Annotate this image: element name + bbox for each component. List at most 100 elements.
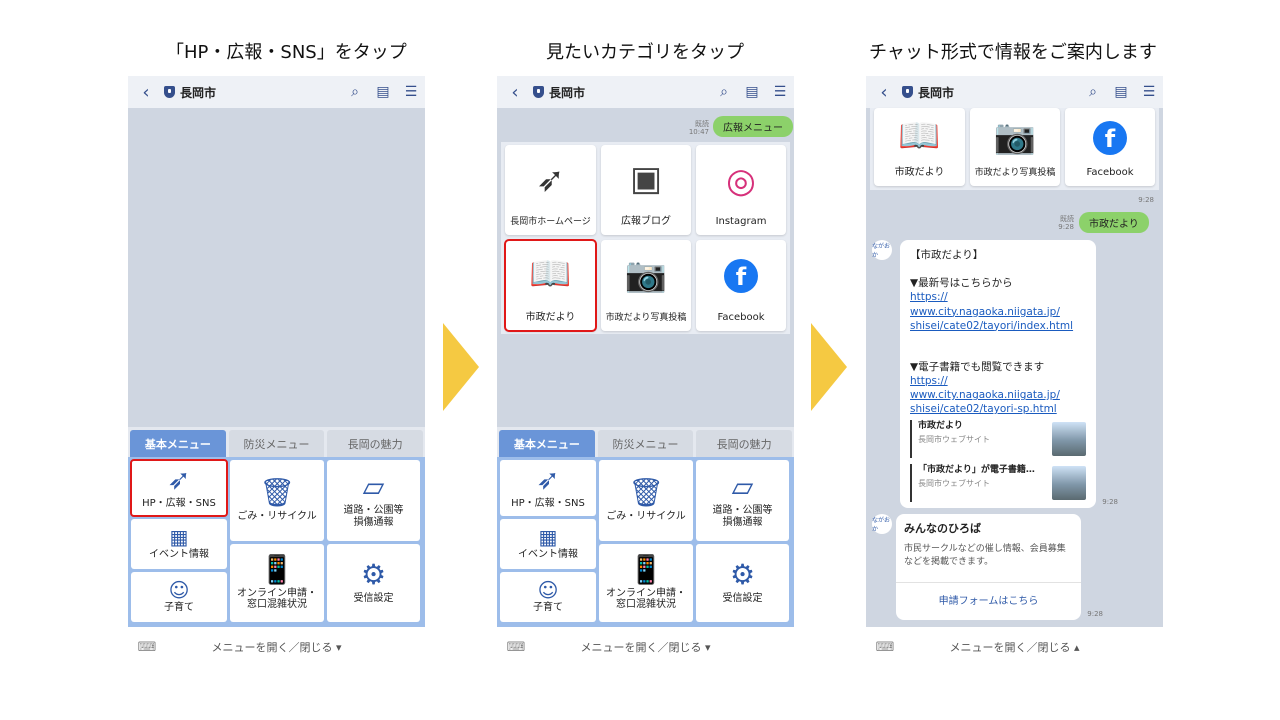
menu-road[interactable]: ▱道路・公園等 損傷通報 — [696, 460, 789, 541]
search-icon[interactable]: ⌕ — [351, 84, 359, 100]
tab-charm[interactable]: 長岡の魅力 — [696, 430, 793, 457]
menu-label: ごみ・リサイクル — [606, 510, 686, 522]
plaza-body: 市民サークルなどの催し情報、会員募集などを掲載できます。 — [904, 543, 1066, 568]
timestamp: 9:28 — [1102, 498, 1118, 506]
category-photo-post[interactable]: 📷市政だより写真投稿 — [970, 108, 1060, 186]
category-label: 広報ブログ — [621, 216, 671, 227]
blog-icon: ▣ — [629, 158, 663, 199]
plaza-form-button[interactable]: 申請フォームはこちら — [896, 582, 1081, 620]
tab-disaster[interactable]: 防災メニュー — [228, 430, 325, 457]
menu-kids[interactable]: ☺子育て — [131, 572, 227, 622]
bot-avatar: ながおか — [872, 240, 892, 260]
menu-gomi[interactable]: 🗑ごみ・リサイクル — [599, 460, 693, 541]
menu-event[interactable]: ▦イベント情報 — [131, 519, 227, 569]
category-label: 長岡市ホームページ — [510, 217, 591, 227]
category-label: Facebook — [717, 312, 765, 323]
menu-online[interactable]: 📱オンライン申請・ 窓口混雑状況 — [230, 544, 324, 622]
keyboard-icon[interactable]: ⌨ — [506, 639, 526, 655]
shield-icon — [533, 86, 544, 98]
step2-title: 見たいカテゴリをタップ — [546, 42, 744, 63]
category-photo-post[interactable]: 📷市政だより写真投稿 — [601, 240, 691, 331]
instagram-icon: ◎ — [726, 160, 756, 201]
app-name: 長岡市 — [918, 85, 955, 100]
msg-line: ▼電子書籍でも閲覧できます — [910, 360, 1045, 373]
menu-hp-sns[interactable]: ➶HP・広報・SNS — [130, 459, 228, 517]
menu-toggle[interactable]: メニューを開く／閉じる ▾ — [580, 641, 711, 654]
msg-title: 【市政だより】 — [910, 249, 984, 261]
menu-gomi[interactable]: 🗑ごみ・リサイクル — [230, 460, 324, 541]
bot-avatar: ながおか — [872, 514, 892, 534]
menu-tabs: 基本メニュー 防災メニュー 長岡の魅力 — [128, 427, 425, 457]
menu-icon[interactable]: ☰ — [404, 84, 418, 100]
preview-thumbnail — [1052, 422, 1086, 456]
menu-kids[interactable]: ☺子育て — [500, 572, 596, 622]
link-latest[interactable]: https://www.city.nagaoka.niigata.jp/shis… — [910, 291, 1074, 332]
category-instagram[interactable]: ◎ Instagram — [696, 145, 786, 235]
preview-thumbnail — [1052, 466, 1086, 500]
keyboard-icon[interactable]: ⌨ — [137, 639, 157, 655]
tab-basic[interactable]: 基本メニュー — [499, 430, 595, 457]
search-icon[interactable]: ⌕ — [720, 84, 728, 100]
plaza-title: みんなのひろば — [904, 522, 981, 535]
facebook-icon: f — [724, 240, 758, 312]
back-icon[interactable]: ‹ — [880, 81, 888, 103]
menu-receive[interactable]: ⚙受信設定 — [327, 544, 420, 622]
calendar-icon: ▦ — [538, 525, 558, 550]
category-shiseidayori[interactable]: 📖市政だより — [874, 108, 965, 186]
gear-icon: ⚙ — [360, 558, 387, 592]
menu-icon[interactable]: ☰ — [1142, 84, 1156, 100]
step1-title: 「HP・広報・SNS」をタップ — [166, 42, 407, 63]
tab-basic[interactable]: 基本メニュー — [130, 430, 226, 457]
keyboard-icon[interactable]: ⌨ — [875, 639, 895, 655]
search-icon[interactable]: ⌕ — [1089, 84, 1097, 100]
menu-online[interactable]: 📱オンライン申請・ 窓口混雑状況 — [599, 544, 693, 622]
tab-disaster[interactable]: 防災メニュー — [597, 430, 694, 457]
menu-label: 受信設定 — [353, 593, 394, 605]
step-arrow-2 — [811, 323, 847, 411]
category-homepage[interactable]: ➶長岡市ホームページ — [505, 145, 596, 235]
link-preview[interactable]: 「市政だより」が電子書籍…長岡市ウェブサイト — [910, 464, 1086, 502]
menu-label: 子育て — [533, 602, 563, 614]
menu-icon[interactable]: ☰ — [773, 84, 787, 100]
notes-icon[interactable]: ▤ — [376, 84, 390, 100]
menu-footer: ⌨ メニューを開く／閉じる ▾ — [128, 627, 425, 667]
link-ebook[interactable]: https://www.city.nagaoka.niigata.jp/shis… — [910, 375, 1060, 416]
phone-screen-1: ‹ 長岡市 ⌕ ▤ ☰ 基本メニュー 防災メニュー 長岡の魅力 ➶HP・広報・S… — [128, 76, 425, 667]
menu-footer: ⌨ メニューを開く／閉じる ▾ — [497, 627, 794, 667]
calendar-icon: ▦ — [169, 525, 189, 550]
category-blog[interactable]: ▣ 広報ブログ — [601, 145, 691, 235]
app-header: ‹ 長岡市 ⌕ ▤ ☰ — [497, 76, 794, 108]
menu-event[interactable]: ▦イベント情報 — [500, 519, 596, 569]
notes-icon[interactable]: ▤ — [745, 84, 759, 100]
tab-charm[interactable]: 長岡の魅力 — [327, 430, 424, 457]
barrier-icon: ▱ — [731, 470, 754, 503]
app-header: ‹ 長岡市 ⌕ ▤ ☰ — [866, 76, 1163, 108]
menu-road[interactable]: ▱道路・公園等 損傷通報 — [327, 460, 420, 541]
category-label: Instagram — [715, 216, 767, 227]
barrier-icon: ▱ — [362, 470, 385, 503]
menu-hp-sns[interactable]: ➶HP・広報・SNS — [500, 460, 596, 516]
link-preview[interactable]: 市政だより長岡市ウェブサイト — [910, 420, 1086, 458]
book-icon: 📖 — [898, 115, 941, 156]
menu-label: オンライン申請・ 窓口混雑状況 — [606, 587, 686, 611]
category-label: 市政だより — [525, 312, 576, 323]
facebook-icon: f — [1093, 108, 1127, 167]
bird-logo-icon: ➶ — [536, 463, 560, 497]
menu-label: 受信設定 — [722, 593, 763, 605]
back-icon[interactable]: ‹ — [511, 81, 519, 103]
bot-message: 【市政だより】 ▼最新号はこちらから https://www.city.naga… — [900, 240, 1096, 508]
menu-receive[interactable]: ⚙受信設定 — [696, 544, 789, 622]
menu-label: ごみ・リサイクル — [237, 510, 317, 522]
rich-menu: ➶HP・広報・SNS ▦イベント情報 ☺子育て 🗑ごみ・リサイクル 📱オンライン… — [497, 457, 794, 627]
step3-title: チャット形式で情報をご案内します — [869, 42, 1157, 63]
baby-icon: ☺ — [168, 578, 190, 603]
menu-toggle[interactable]: メニューを開く／閉じる ▾ — [211, 641, 342, 654]
category-shiseidayori[interactable]: 📖市政だより — [504, 239, 597, 332]
menu-toggle[interactable]: メニューを開く／閉じる ▴ — [949, 641, 1080, 654]
notes-icon[interactable]: ▤ — [1114, 84, 1128, 100]
back-icon[interactable]: ‹ — [142, 81, 150, 103]
